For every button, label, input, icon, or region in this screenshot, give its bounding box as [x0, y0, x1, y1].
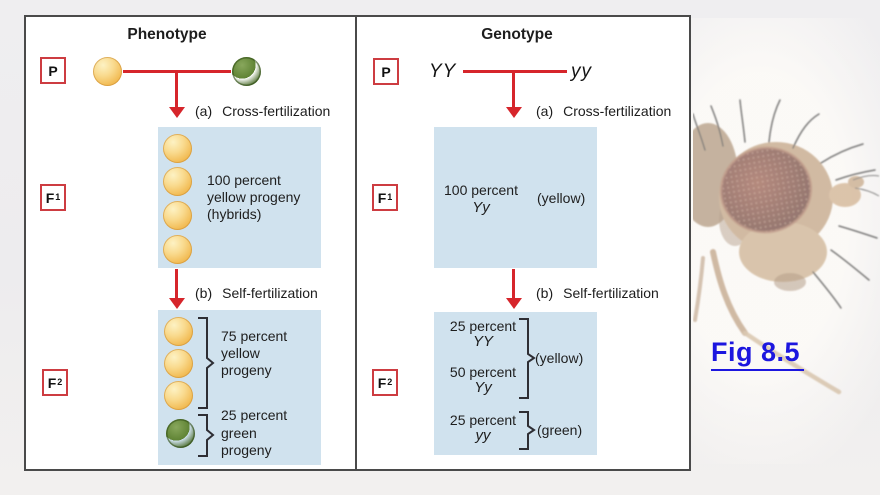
yellow-pea-icon: [164, 317, 193, 346]
f1-genotype-text: 100 percent Yy: [444, 182, 518, 216]
bracket-icon: [519, 318, 536, 399]
f2-row-yy-homozygous-recessive: 25 percent yy: [449, 412, 517, 444]
yellow-pea-icon: [163, 134, 192, 163]
yellow-pea-icon: [163, 167, 192, 196]
down-arrow-icon: [175, 269, 178, 298]
bracket-icon: [198, 317, 215, 409]
self-fertilization-step: (b) Self-fertilization: [195, 285, 318, 301]
phenotype-title: Phenotype: [127, 26, 207, 43]
fly-bristles: [693, 99, 878, 309]
down-arrow-icon: [175, 71, 178, 107]
yellow-pea-icon: [163, 235, 192, 264]
f2-genotype-box: [434, 312, 597, 455]
f2-green-note: (green): [537, 422, 583, 438]
figure-link[interactable]: Fig 8.5: [711, 337, 805, 371]
down-arrow-icon: [506, 298, 522, 309]
cross-fertilization-step: (a) Cross-fertilization: [536, 103, 672, 119]
bracket-icon: [198, 414, 215, 457]
green-pea-icon: [166, 419, 195, 448]
green-pea-icon: [232, 57, 261, 86]
down-arrow-icon: [512, 71, 515, 107]
cross-line: [463, 70, 567, 73]
f2-row-yy-heterozygous: 50 percent Yy: [449, 364, 517, 396]
fruit-fly-image: [693, 99, 880, 395]
down-arrow-icon: [169, 298, 185, 309]
parent-genotype-yy-recessive: yy: [571, 61, 592, 82]
fly-antenna: [829, 183, 861, 207]
bracket-icon: [519, 411, 536, 450]
f1-phenotype-text: 100 percent yellow progeny (hybrids): [207, 172, 301, 222]
f2-row-yy-homozygous-dominant: 25 percent YY: [449, 318, 517, 350]
fly-eye: [719, 146, 813, 234]
self-fertilization-step: (b) Self-fertilization: [536, 285, 659, 301]
parent-genotype-yy-dominant: YY: [429, 61, 457, 82]
fly-legs: [693, 249, 842, 395]
f1-phenotype-note: (yellow): [537, 190, 586, 206]
yellow-pea-icon: [164, 381, 193, 410]
down-arrow-icon: [512, 269, 515, 298]
p-generation-label: P: [373, 58, 399, 85]
yellow-pea-icon: [164, 349, 193, 378]
f2-yellow-text: 75 percent yellow progeny: [221, 328, 288, 378]
p-generation-label: P: [40, 57, 66, 84]
down-arrow-icon: [169, 107, 185, 118]
yellow-pea-icon: [93, 57, 122, 86]
f2-green-text: 25 percent green progeny: [221, 407, 288, 458]
f1-genotype-box: [434, 127, 597, 268]
yellow-pea-icon: [163, 201, 192, 230]
down-arrow-icon: [506, 107, 522, 118]
column-divider: [355, 15, 357, 471]
genotype-title: Genotype: [481, 26, 553, 43]
f2-yellow-note: (yellow): [535, 350, 584, 366]
cross-fertilization-step: (a) Cross-fertilization: [195, 103, 331, 119]
